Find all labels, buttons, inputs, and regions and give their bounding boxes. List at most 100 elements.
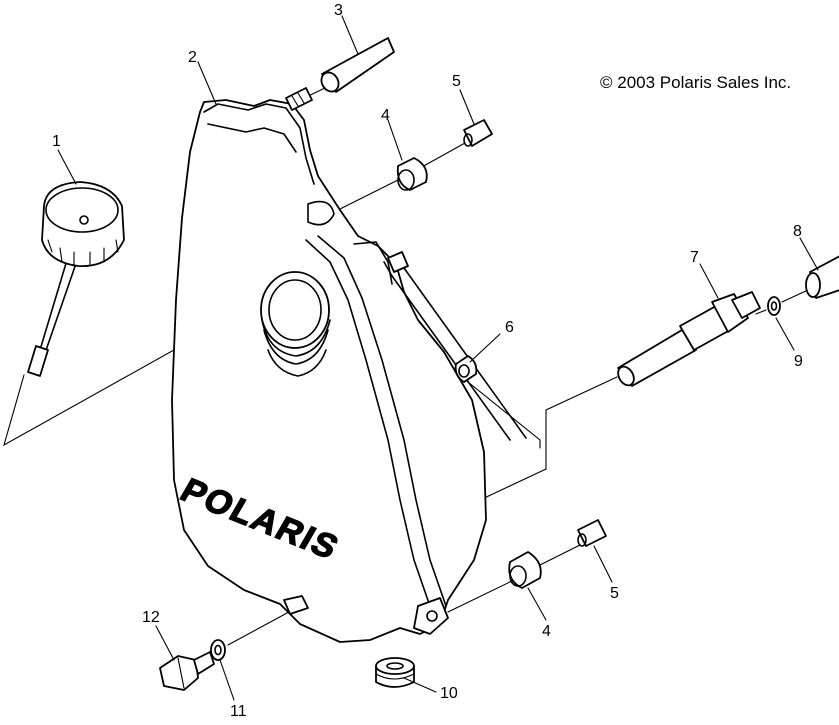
callout-10: 10: [440, 685, 458, 702]
leader-4-bottom: [527, 587, 547, 621]
leader-3: [341, 15, 359, 55]
callout-4-bottom: 4: [542, 623, 551, 640]
callout-5-bottom: 5: [610, 585, 619, 602]
drain-bolt-thread: [193, 651, 215, 675]
filler-neck: [260, 271, 330, 349]
breather-reference-line: [467, 381, 541, 449]
breather-barb: [383, 261, 393, 277]
callout-1: 1: [52, 133, 61, 150]
filler-cap-top: [45, 187, 119, 233]
callout-labels: 1 2 3 4 5 6 7 8 9 4 5 10 11 12: [52, 2, 803, 720]
leader-9: [775, 317, 795, 351]
drain-parts: [159, 639, 226, 691]
filler-neck-base: [267, 349, 327, 377]
hose-8-end: [805, 272, 821, 298]
grommet-10: [375, 657, 415, 688]
tank-mount-hole: [426, 610, 438, 622]
filler-neck-inner: [268, 279, 322, 341]
tube-bottom-end: [577, 533, 587, 547]
copyright-text: © 2003 Polaris Sales Inc.: [600, 73, 791, 92]
leader-5-bottom: [593, 545, 613, 583]
breather-hose-left: [391, 275, 511, 441]
callout-9: 9: [794, 353, 803, 370]
breather-hose: [383, 251, 527, 441]
hose-washer-line: [781, 289, 809, 303]
tube-top-end: [463, 133, 473, 147]
vent-hose: [320, 37, 395, 93]
callout-6: 6: [505, 319, 514, 336]
drain-bolt-head: [159, 655, 199, 691]
tank-top-rim-inner: [207, 123, 297, 153]
vent-nipple-rib-1: [291, 95, 299, 107]
top-tube-line: [419, 142, 466, 169]
washer-fitting-line: [755, 309, 767, 315]
filler-neck-thread-1: [261, 319, 331, 357]
leader-11: [219, 659, 235, 701]
washer-9-hole: [770, 301, 778, 311]
fitting-nipple: [731, 291, 761, 319]
leader-6: [469, 333, 501, 363]
grommet-6: [454, 355, 478, 383]
tank-mount-tab: [413, 597, 449, 635]
tank-front-ridge: [305, 239, 433, 613]
dipstick-tip: [27, 345, 49, 377]
oil-tank: POLARIS: [171, 87, 487, 643]
tube-top: [463, 119, 493, 147]
grommet-10-top: [375, 657, 415, 675]
callout-4-top: 4: [381, 107, 390, 124]
bottom-grommet-parts: [508, 519, 607, 589]
callout-3: 3: [334, 2, 343, 19]
washer-hose-parts: [767, 255, 839, 316]
tank-top-rim: [203, 103, 315, 185]
fitting-7: [617, 291, 761, 387]
grommet-6-face: [458, 364, 470, 378]
washer-11: [210, 639, 226, 661]
grommet-bottom-face: [509, 565, 527, 587]
drain-bolt-flat: [177, 657, 185, 689]
leader-5-top: [459, 89, 475, 125]
tube-bottom: [577, 519, 607, 547]
filler-neck-thread-2: [263, 329, 329, 365]
fitting-barb-end: [617, 365, 635, 387]
callout-12: 12: [142, 609, 160, 626]
leader-1: [57, 149, 77, 185]
callout-5-top: 5: [452, 73, 461, 90]
callout-2: 2: [188, 49, 197, 66]
leader-lines: [57, 15, 819, 701]
tank-body: [171, 99, 487, 643]
leader-8: [799, 237, 819, 271]
breather-fitting: [387, 251, 409, 273]
leader-10: [403, 677, 437, 693]
vent-nipple: [285, 87, 313, 111]
vent-hose-end: [320, 71, 340, 93]
tank-front-ridge-2: [317, 235, 447, 607]
grommet-10-groove: [375, 673, 415, 680]
leader-7: [699, 263, 719, 299]
callout-11: 11: [230, 703, 247, 720]
washer-11-hole: [214, 644, 222, 656]
filler-cap-center: [79, 215, 89, 225]
callout-8: 8: [793, 223, 802, 240]
washer-9: [767, 296, 781, 316]
cap-dipstick: [27, 181, 125, 377]
tank-side-boss: [307, 200, 335, 226]
top-grommet-line: [337, 177, 403, 211]
bottom-grommet-line: [447, 579, 515, 613]
leader-12: [155, 625, 175, 661]
top-grommet-parts: [396, 119, 493, 191]
leader-2: [197, 61, 217, 105]
dipstick-rod-left: [39, 249, 71, 351]
grommet-10-hole: [386, 662, 404, 670]
leader-4-top: [387, 119, 403, 161]
grommet-top-face: [397, 169, 415, 191]
dipstick-rod-right: [43, 251, 81, 357]
breather-hose-right: [403, 267, 527, 439]
callout-7: 7: [690, 249, 699, 266]
filler-cap-knurl: [47, 239, 119, 267]
fitting-reference-line: [479, 376, 618, 501]
bottom-tube-line: [539, 544, 581, 566]
vent-nipple-rib-2: [297, 92, 305, 104]
drain-boss: [283, 595, 309, 615]
